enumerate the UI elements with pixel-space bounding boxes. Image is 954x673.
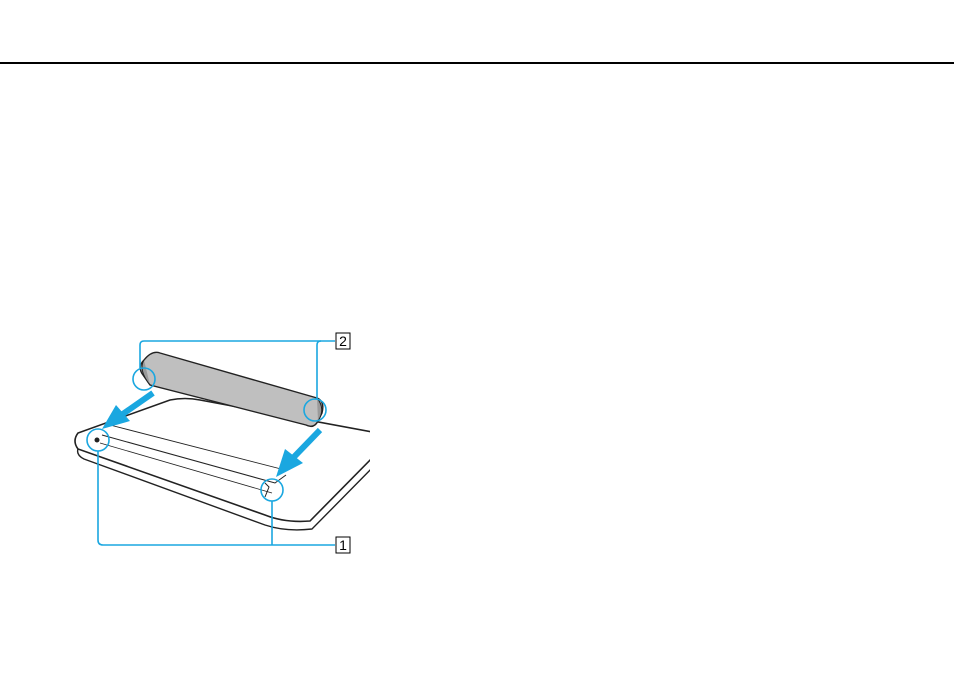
callout-2-badge: 2 <box>336 333 350 349</box>
callout-2-label: 2 <box>339 333 347 349</box>
latch-left-icon <box>95 438 100 443</box>
callout-1-badge: 1 <box>336 537 350 553</box>
callout-1-label: 1 <box>339 537 347 553</box>
battery-installation-illustration: 2 1 <box>60 325 370 570</box>
header-rule <box>0 62 954 64</box>
